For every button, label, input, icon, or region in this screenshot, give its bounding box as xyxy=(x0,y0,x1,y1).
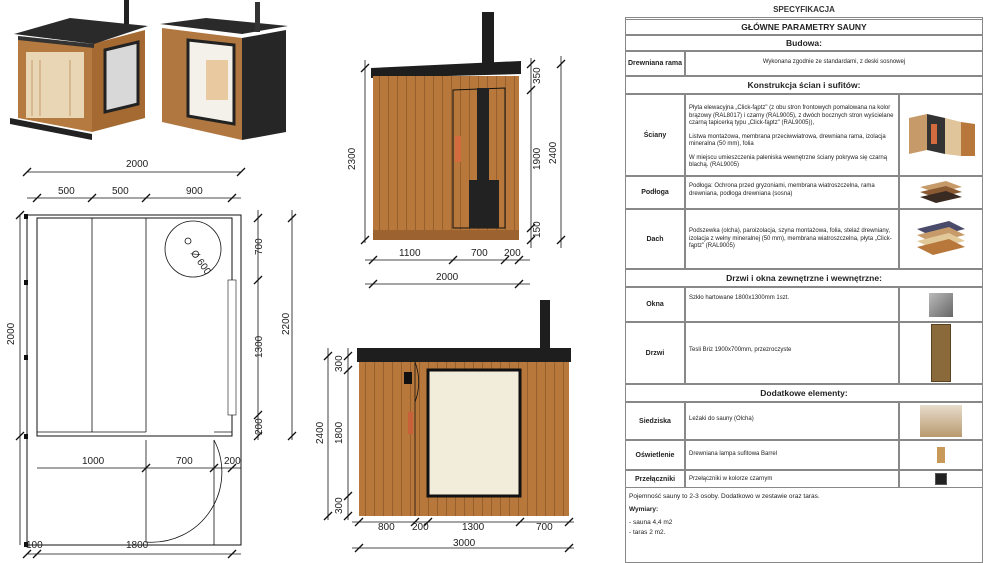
switch-image xyxy=(899,470,983,488)
row-label-siedziska: Siedziska xyxy=(625,402,685,440)
row-label-oswietlenie: Oświetlenie xyxy=(625,440,685,470)
section-dodatkowe: Dodatkowe elementy: xyxy=(625,384,983,402)
side-bottom-seg-1: 1100 xyxy=(399,248,421,259)
window-image xyxy=(899,287,983,322)
front-left-seg-2: 1800 xyxy=(334,421,345,444)
sauna-render-front xyxy=(10,0,148,140)
door-image xyxy=(899,322,983,384)
row-text-okna: Szkło hartowane 1800x1300mm 1szt. xyxy=(685,287,899,322)
side-right-total: 2400 xyxy=(548,141,559,164)
row-label-podloga: Podłoga xyxy=(625,176,685,209)
roof-layers-image xyxy=(899,209,983,269)
sauna-render-side xyxy=(160,2,288,140)
floor-plan: Ø 600 2000 500 500 900 2000 700 1300 200… xyxy=(6,159,297,559)
plan-bottom-seg-2: 700 xyxy=(176,456,193,467)
row-text-dach: Podszewka (olcha), paroizolacja, szyna m… xyxy=(685,209,899,269)
side-elevation: 2300 350 1900 150 2400 1100 700 200 2000 xyxy=(347,12,566,289)
row-label-dach: Dach xyxy=(625,209,685,269)
row-label-okna: Okna xyxy=(625,287,685,322)
row-label-rama: Drewniana rama xyxy=(625,51,685,76)
plan-right-seg-3: 200 xyxy=(254,418,265,435)
row-text-rama: Wykonana zgodnie ze standardami, z deski… xyxy=(685,51,983,76)
front-left-seg-1: 300 xyxy=(334,355,345,372)
plan-right-seg-2: 1300 xyxy=(254,335,265,358)
row-text-sciany: Płyta elewacyjna „Click-fąptz" (z obu st… xyxy=(685,94,899,176)
plan-left-height: 2000 xyxy=(6,322,17,345)
front-left-seg-3: 300 xyxy=(334,497,345,514)
side-bottom-seg-2: 700 xyxy=(471,248,488,259)
plan-bottom-total: 1800 xyxy=(126,540,149,551)
lamp-image xyxy=(899,440,983,470)
plan-top-total: 2000 xyxy=(126,159,149,170)
seats-image xyxy=(899,402,983,440)
side-bottom-seg-3: 200 xyxy=(504,248,521,259)
row-text-przelaczniki: Przełączniki w kolorze czarnym xyxy=(685,470,899,488)
side-right-seg-2: 1900 xyxy=(532,147,543,170)
section-drzwi-okna: Drzwi i okna zewnętrzne i wewnętrzne: xyxy=(625,269,983,287)
plan-top-seg-3: 900 xyxy=(186,186,203,197)
sciany-text-2: Listwa montażowa, membrana przeciwwiatro… xyxy=(689,133,886,148)
front-bottom-seg-3: 1300 xyxy=(462,522,485,533)
dimension-terrace: - taras 2 m2. xyxy=(629,529,666,536)
front-bottom-total: 3000 xyxy=(453,538,476,549)
plan-right-total: 2200 xyxy=(281,312,292,335)
front-elevation: 2400 300 1800 300 800 200 1300 700 3000 xyxy=(315,300,574,553)
row-text-podloga: Podłoga: Ochrona przed gryzoniami, membr… xyxy=(685,176,899,209)
row-text-oswietlenie: Drewniana lampa sufitowa Barrel xyxy=(685,440,899,470)
row-label-przelaczniki: Przełączniki xyxy=(625,470,685,488)
row-text-siedziska: Leżaki do sauny (Olcha) xyxy=(685,402,899,440)
spec-panel: SPECYFIKACJA GŁÓWNE PARAMETRY SAUNY Budo… xyxy=(625,0,983,563)
plan-bottom-seg-3: 200 xyxy=(224,456,241,467)
capacity-note: Pojemność sauny to 2-3 osoby. Dodatkowo … xyxy=(629,493,820,500)
side-left-height: 2300 xyxy=(347,147,358,170)
sciany-text-1: Płyta elewacyjna „Click-fąptz" (z obu st… xyxy=(689,105,894,126)
plan-top-seg-2: 500 xyxy=(112,186,129,197)
wall-layers-image xyxy=(899,94,983,176)
spec-title: SPECYFIKACJA xyxy=(773,5,835,14)
floor-layers-image xyxy=(899,176,983,209)
section-konstrukcja: Konstrukcja ścian i sufitów: xyxy=(625,76,983,94)
row-label-sciany: Ściany xyxy=(625,94,685,176)
sciany-text-3: W miejscu umieszczenia paleniska wewnętr… xyxy=(689,154,888,169)
heater-diameter-label: Ø 600 xyxy=(188,248,213,277)
plan-top-seg-1: 500 xyxy=(58,186,75,197)
dimensions-heading: Wymiary: xyxy=(629,506,659,513)
plan-bottom-small: 100 xyxy=(26,540,43,551)
side-bottom-total: 2000 xyxy=(436,272,459,283)
front-bottom-seg-4: 700 xyxy=(536,522,553,533)
dimension-sauna: - sauna 4,4 m2 xyxy=(629,519,673,526)
side-right-seg-3: 150 xyxy=(532,221,543,238)
plan-right-seg-1: 700 xyxy=(254,238,265,255)
plan-bottom-seg-1: 1000 xyxy=(82,456,105,467)
front-left-total: 2400 xyxy=(315,421,326,444)
row-label-drzwi: Drzwi xyxy=(625,322,685,384)
main-header: GŁÓWNE PARAMETRY SAUNY xyxy=(625,19,983,35)
front-bottom-seg-1: 800 xyxy=(378,522,395,533)
front-bottom-seg-2: 200 xyxy=(412,522,429,533)
section-budowa: Budowa: xyxy=(625,35,983,51)
side-right-seg-1: 350 xyxy=(532,67,543,84)
row-text-drzwi: Tesli Briz 1900x700mm, przezroczyste xyxy=(685,322,899,384)
